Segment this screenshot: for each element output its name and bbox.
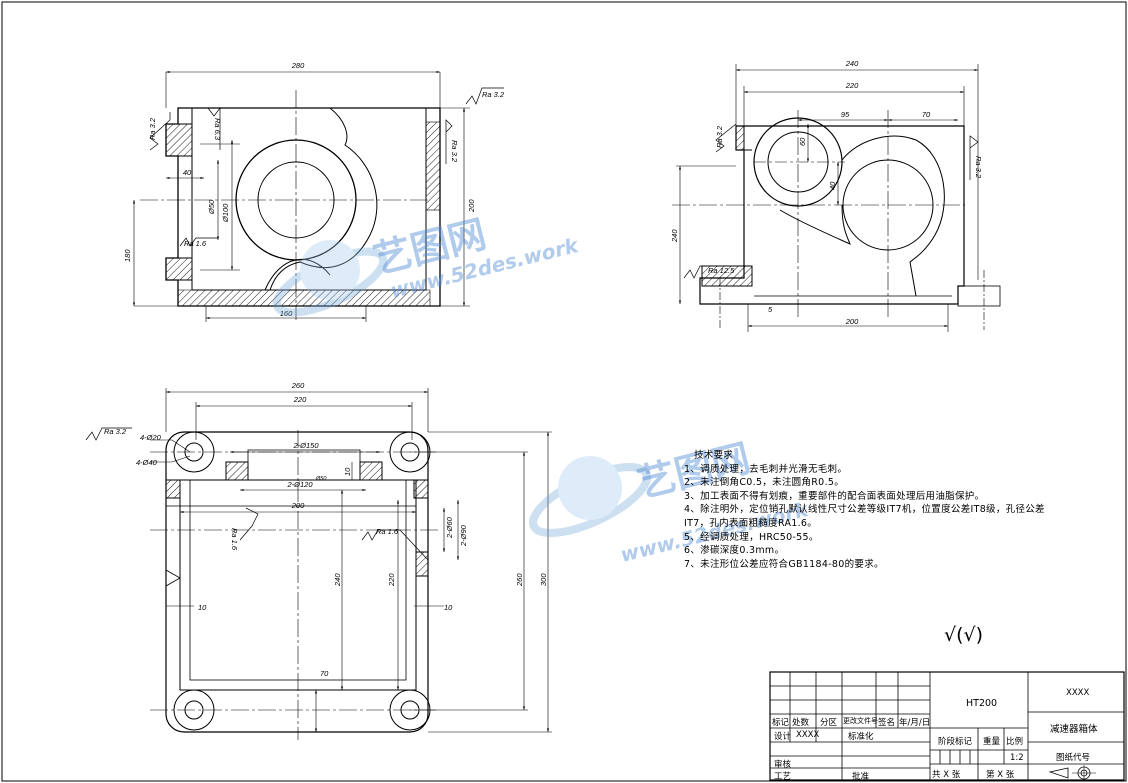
tb-stage-header: 阶段标记 [938, 737, 973, 747]
dim-top-220: 220 [293, 395, 307, 404]
dim-top-2d60: 2-Ø60 [445, 516, 454, 539]
dim-top-10c: 10 [444, 603, 453, 612]
note-item: 4、除注明外，定位销孔默认线性尺寸公差等级IT7机，位置度公差IT8级，孔径公差 [684, 504, 1045, 516]
dim-front-d100: Ø100 [221, 203, 230, 223]
tb-company: XXXX [1066, 688, 1090, 698]
dim-top-220v: 220 [387, 573, 396, 587]
title-block-grid [769, 671, 1125, 781]
ra-front-2: Ra 3.2 [148, 117, 157, 140]
dim-front-180: 180 [123, 249, 132, 262]
tb-weight-header: 重量 [983, 737, 1001, 747]
ra-front-4: Ra 1.6 [184, 239, 207, 248]
dim-side-240: 240 [845, 59, 859, 68]
tb-label-mark: 标记 [772, 718, 790, 728]
dim-front-d50: Ø50 [207, 199, 216, 215]
tb-label-count: 处数 [792, 718, 810, 728]
top-view [85, 388, 552, 740]
note-item: 5、经调质处理，HRC50-55。 [684, 531, 819, 543]
tb-sheets: 共 X 张 [932, 770, 961, 780]
tb-material: HT200 [966, 698, 998, 709]
dim-front-width: 280 [291, 61, 305, 70]
note-item: 1、调质处理，去毛刺并光滑无毛刺。 [684, 463, 848, 475]
dim-top-2d90: 2-Ø90 [459, 524, 468, 547]
dim-side-70: 70 [922, 110, 931, 119]
tb-sheet-no: 第 X 张 [986, 770, 1015, 780]
dim-front-160: 160 [280, 309, 293, 318]
ra-top-3: Ra 1.6 [376, 527, 399, 536]
front-view [132, 70, 504, 322]
tb-standard-label: 标准化 [848, 732, 874, 742]
dim-top-200: 200 [291, 501, 305, 510]
ra-side-1: Ra 3.2 [715, 125, 724, 148]
tb-label-zone: 分区 [820, 718, 838, 728]
dim-front-height: 200 [467, 199, 476, 213]
dim-side-200: 200 [845, 317, 859, 326]
dim-side-40: 40 [828, 181, 837, 190]
note-item: 7、未注形位公差应符合GB1184-80的要求。 [684, 558, 884, 570]
dim-side-60: 60 [798, 137, 807, 146]
dim-top-10b: 10 [198, 603, 207, 612]
watermark-logo-icon [272, 240, 651, 537]
dim-top-4d40: 4-Ø40 [136, 458, 158, 467]
ra-front-5: Ra 3.2 [450, 140, 459, 163]
tb-part-name: 减速器箱体 [1050, 724, 1098, 735]
dim-top-70: 70 [320, 669, 329, 678]
note-item: IT7，孔内表面粗糙度RA1.6。 [684, 517, 818, 529]
tb-label-sign: 签名 [878, 718, 896, 728]
dim-top-260v: 260 [515, 573, 524, 587]
projection-symbol-icon [1048, 765, 1096, 781]
dim-top-300v: 300 [539, 573, 548, 586]
ra-front-3: Ra 6.3 [213, 118, 222, 141]
top-view-labels: 260 220 4-Ø20 4-Ø40 2-Ø150 2-Ø120 Ø50 10… [104, 381, 548, 678]
tb-review-label: 审核 [774, 760, 792, 770]
dim-side-240-v: 240 [670, 229, 679, 243]
dim-side-5: 5 [768, 305, 773, 314]
ra-front-1: Ra 3.2 [482, 90, 505, 99]
dim-top-4d20: 4-Ø20 [140, 433, 162, 442]
dim-top-2d150: 2-Ø150 [292, 441, 319, 450]
tb-process-label: 工艺 [774, 772, 792, 782]
ra-top-1: Ra 3.2 [104, 427, 127, 436]
tb-label-change-doc: 更改文件号 [843, 717, 878, 725]
dim-top-260: 260 [291, 381, 305, 390]
tb-scale: 1:2 [1010, 753, 1024, 763]
tb-designer-name: XXXX [796, 730, 820, 740]
dim-top-240: 240 [333, 573, 342, 587]
tb-approve-label: 批准 [852, 772, 870, 782]
dim-top-d50: Ø50 [315, 476, 327, 482]
dim-side-220: 220 [845, 81, 859, 90]
dim-front-40: 40 [183, 168, 192, 177]
dim-side-95: 95 [841, 110, 850, 119]
note-item: 6、渗碳深度0.3mm。 [684, 545, 785, 557]
side-view [672, 64, 1001, 332]
notes-title: 技术要求 [694, 450, 734, 461]
technical-notes: 技术要求 1、调质处理，去毛刺并光滑无毛刺。 2、未注倒角C0.5，未注圆角R0… [684, 449, 1084, 571]
note-item: 2、未注倒角C0.5，未注圆角R0.5。 [684, 477, 844, 489]
general-roughness-symbol: √(√) [944, 624, 984, 646]
ra-side-3: Ra 12.5 [708, 266, 735, 275]
note-item: 3、加工表面不得有划痕，重要部件的配合面表面处理后用油脂保护。 [684, 490, 985, 502]
front-view-labels: 280 40 Ø100 Ø50 200 180 160 Ra 3.2 Ra 3.… [123, 61, 505, 318]
tb-drawing-no-label: 图纸代号 [1056, 753, 1091, 763]
dim-top-10a: 10 [343, 467, 352, 476]
dim-top-2d120: 2-Ø120 [286, 480, 313, 489]
tb-scale-header: 比例 [1006, 737, 1024, 747]
tb-label-date: 年/月/日 [899, 718, 931, 728]
tb-designer-label: 设计 [774, 732, 792, 742]
ra-side-2: Ra 3.2 [974, 156, 983, 179]
ra-top-2: Ra 1.6 [230, 528, 239, 551]
side-view-labels: 240 220 95 70 60 40 240 200 5 Ra 3.2 Ra … [670, 59, 983, 326]
